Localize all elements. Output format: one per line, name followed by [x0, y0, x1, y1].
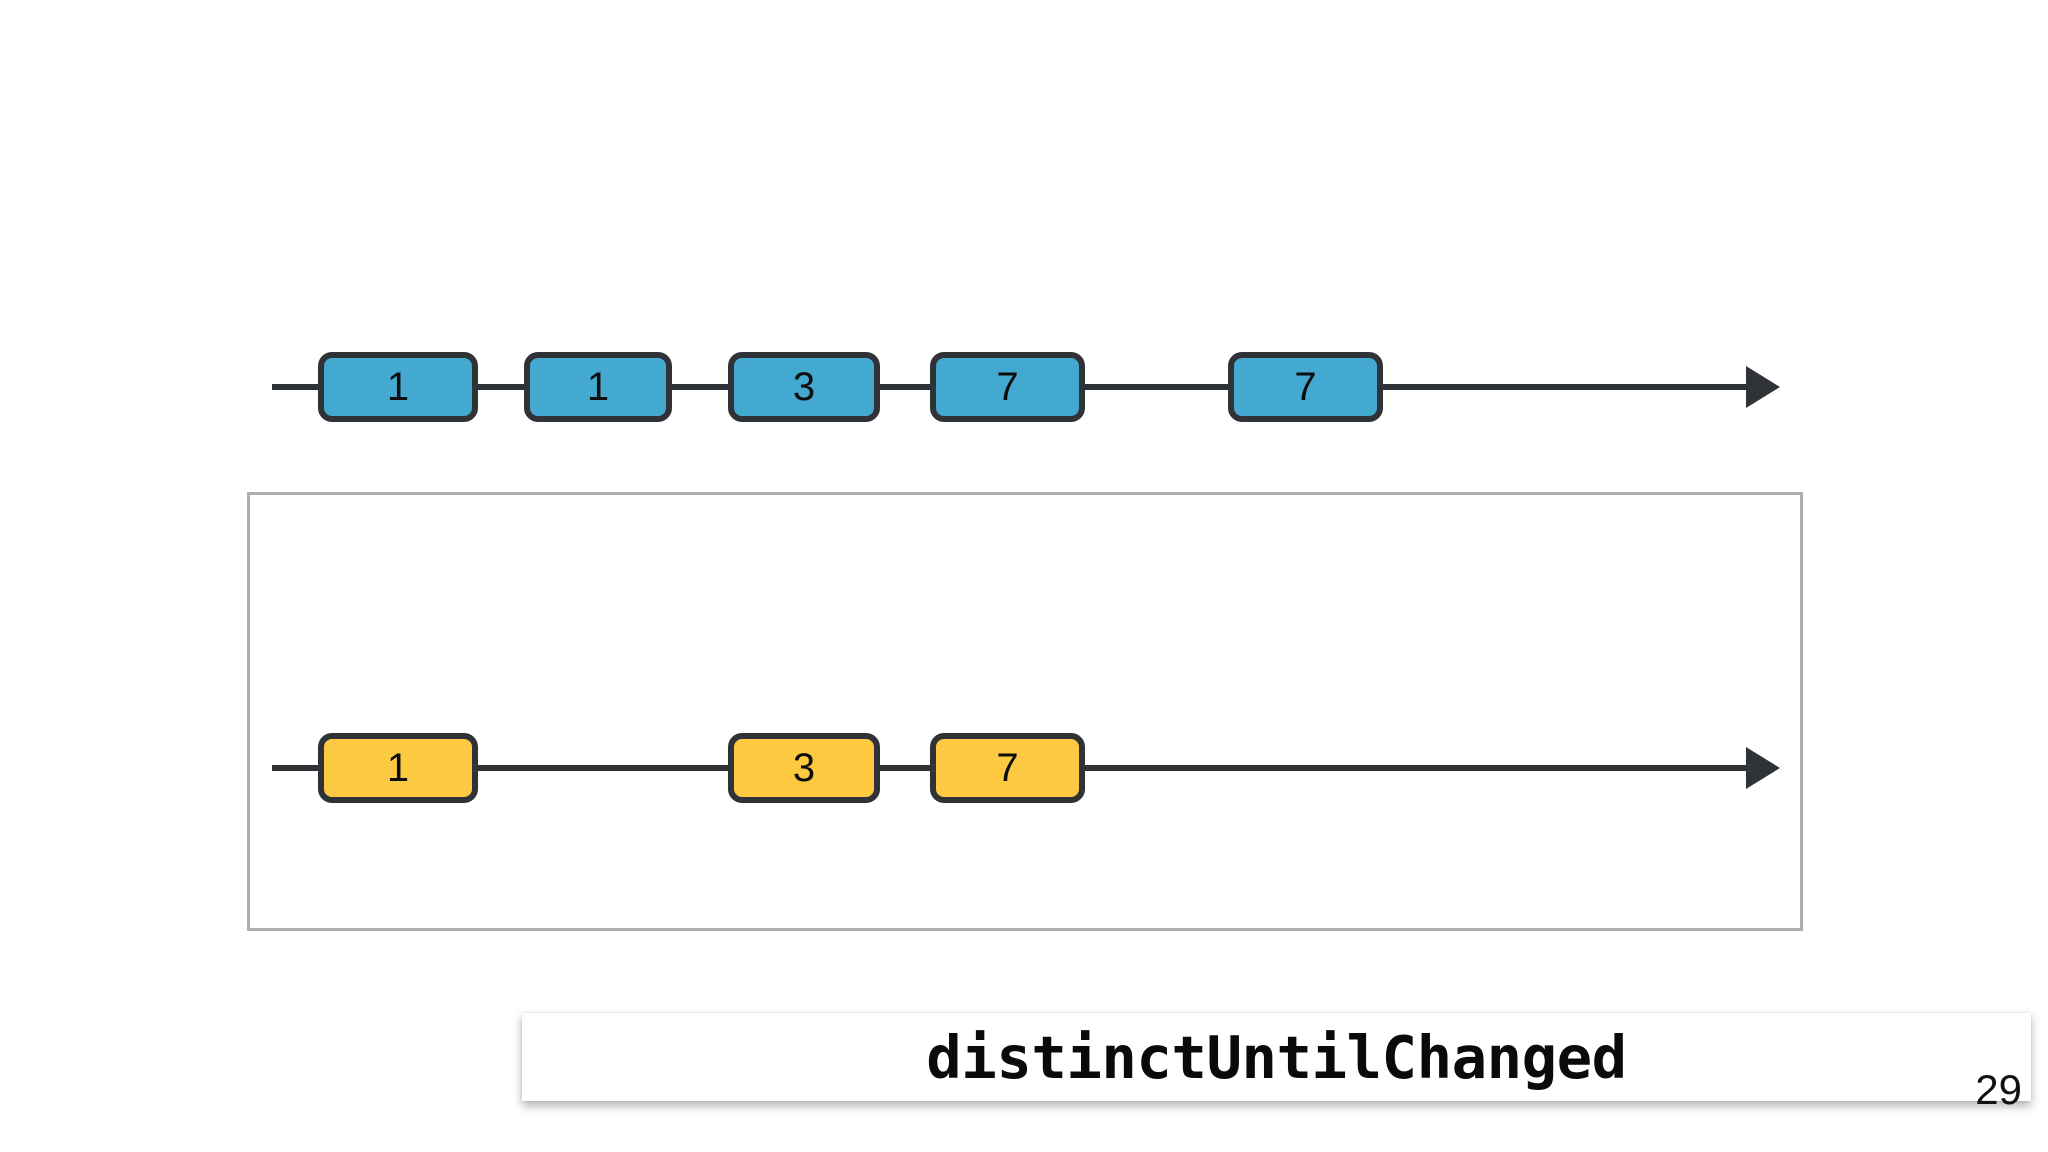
source-marble-1: 1 — [524, 352, 672, 422]
marble-value-label: 7 — [996, 365, 1019, 409]
marble-value-label: 3 — [792, 365, 816, 409]
operator-title-card: distinctUntilChanged — [522, 1013, 2031, 1101]
marble-value-label: 1 — [386, 365, 410, 409]
source-marble-2: 3 — [728, 352, 880, 422]
source-marble-0: 1 — [318, 352, 478, 422]
page-number: 29 — [1975, 1066, 2022, 1113]
source-marble-3: 7 — [930, 352, 1085, 422]
operator-name-label: distinctUntilChanged — [926, 1022, 1627, 1092]
operator-box: distinctUntilChanged — [247, 492, 2031, 1101]
source-marble-4: 7 — [1228, 352, 1383, 422]
marble-value-label: 1 — [586, 365, 610, 409]
marble-value-label: 7 — [1294, 365, 1317, 409]
